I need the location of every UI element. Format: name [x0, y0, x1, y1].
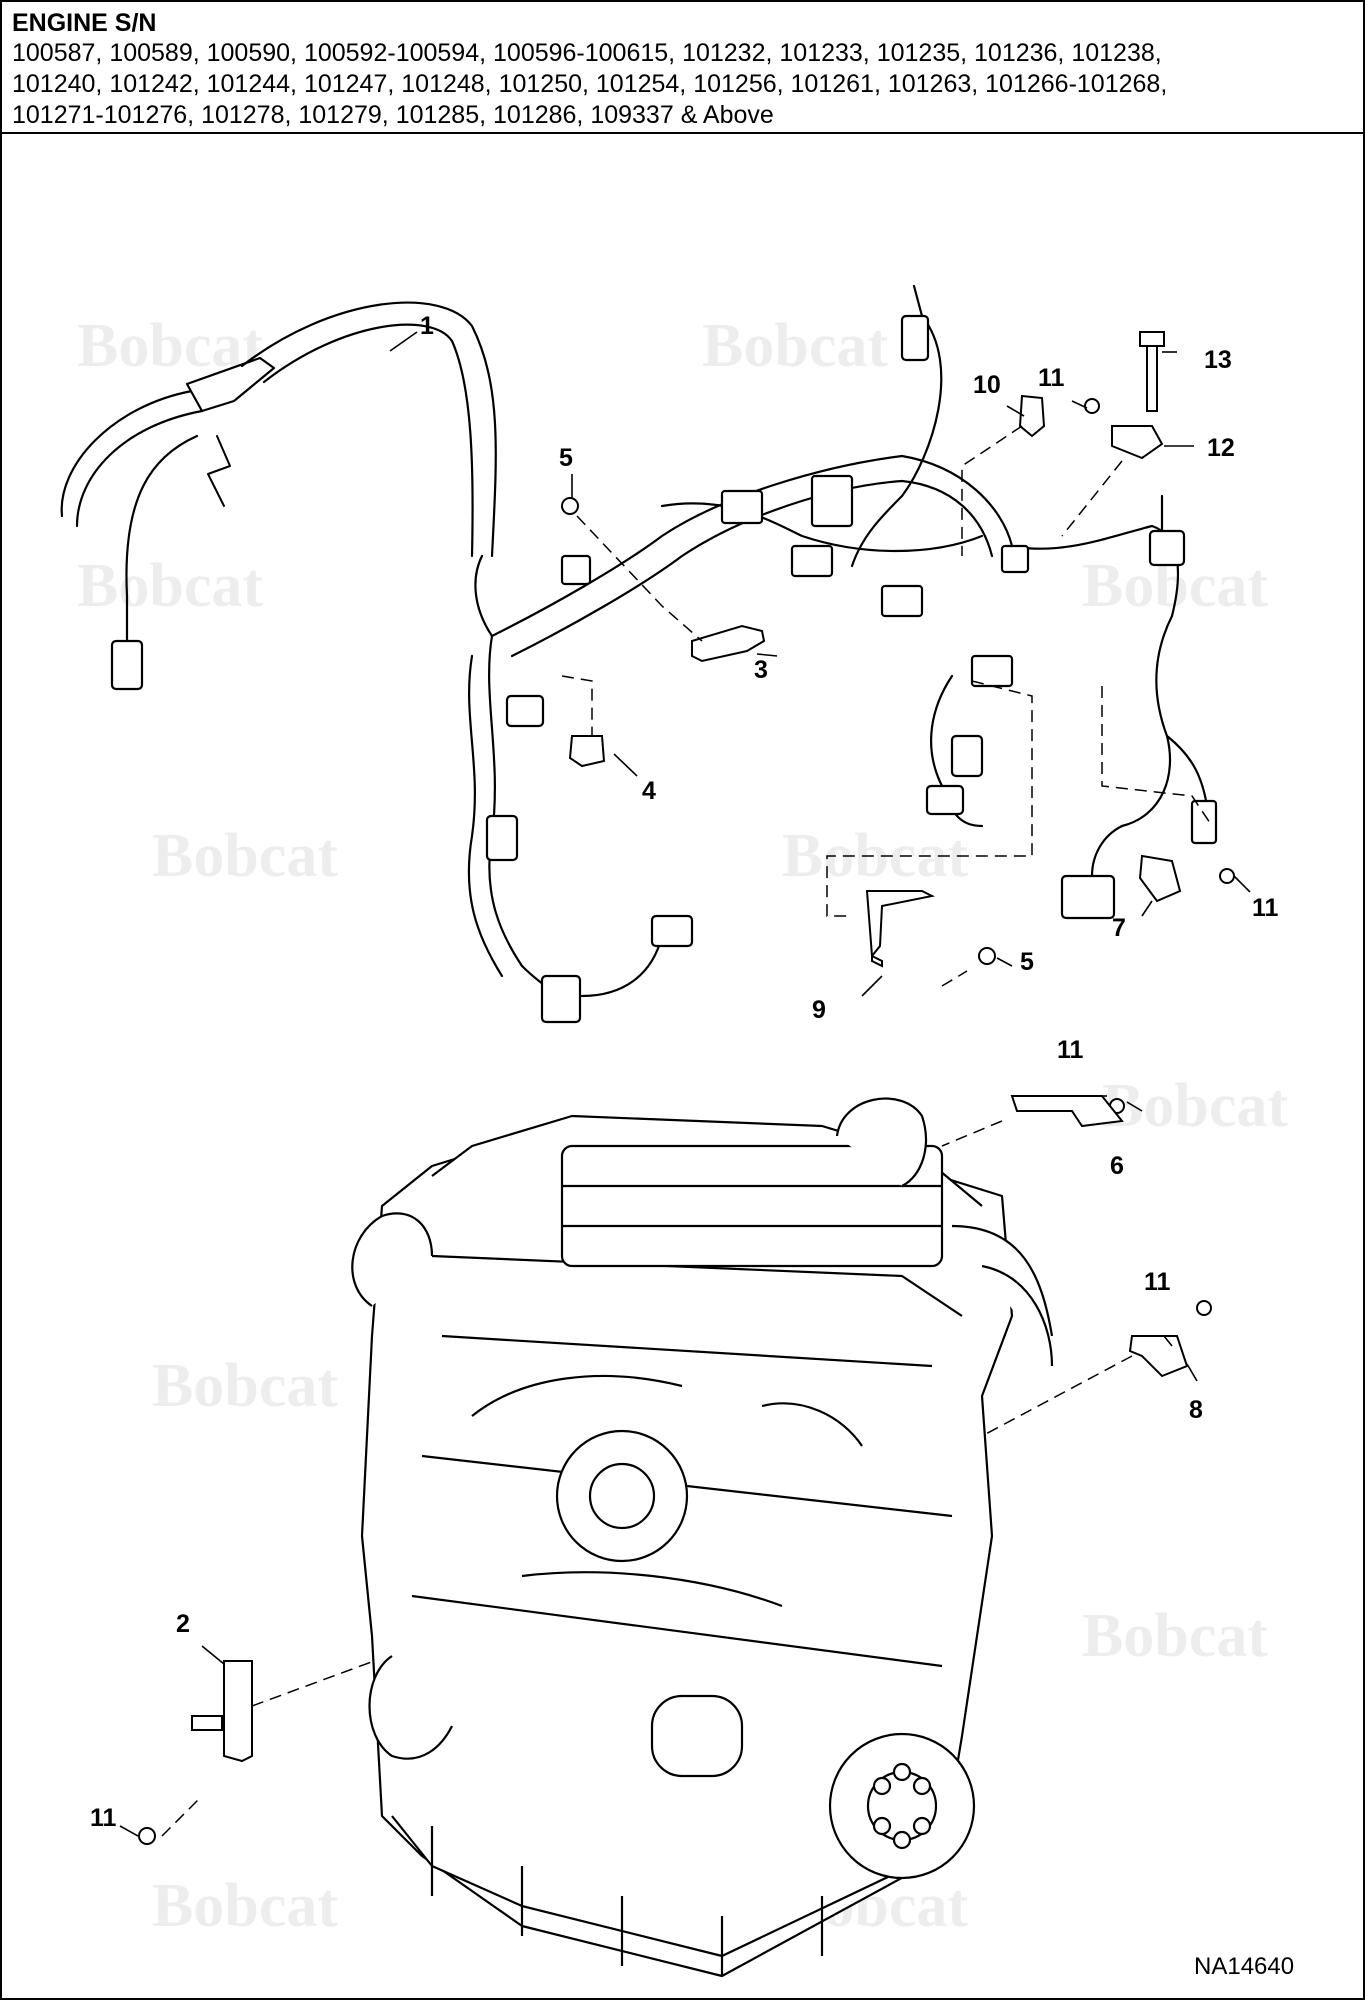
- harness-connector: [110, 639, 144, 691]
- callout-12: 12: [1207, 434, 1235, 462]
- bracket-6: [1010, 1095, 1124, 1128]
- watermark-text: Bobcat: [782, 822, 968, 890]
- callout-10: 10: [973, 371, 1001, 399]
- harness-connector: [560, 554, 592, 586]
- callout-5: 5: [1020, 948, 1034, 976]
- watermark-text: Bobcat: [1082, 1602, 1268, 1670]
- rocker-cover: [560, 1144, 944, 1268]
- callout-11: 11: [1057, 1036, 1084, 1064]
- page-title: ENGINE S/N: [12, 9, 157, 37]
- exploded-diagram: Bobcat Bobcat Bobcat Bobcat Bobcat Bobca…: [60, 284, 1294, 1980]
- clip: [191, 1715, 223, 1731]
- serial-list-line: 100587, 100589, 100590, 100592-100594, 1…: [12, 39, 1162, 67]
- callout-11: 11: [1144, 1268, 1171, 1296]
- harness-connector: [720, 489, 764, 525]
- bolt-5: [978, 947, 996, 965]
- watermark-text: Bobcat: [152, 1352, 338, 1420]
- callout-9: 9: [812, 996, 826, 1024]
- callout-2: 2: [176, 1610, 190, 1638]
- watermark-text: Bobcat: [152, 1872, 338, 1940]
- callout-11: 11: [90, 1804, 117, 1832]
- callout-8: 8: [1189, 1396, 1203, 1424]
- bracket-9: [865, 890, 936, 968]
- bolt-5: [561, 497, 579, 515]
- harness-connector: [925, 784, 965, 816]
- wiring-harness: [60, 284, 1218, 1024]
- bracket-7: [1138, 854, 1182, 903]
- bracket-2: [223, 1660, 253, 1763]
- harness-connector: [810, 474, 854, 528]
- small-parts: [138, 331, 1235, 1845]
- harness-connector: [650, 914, 694, 948]
- harness-connector: [1190, 799, 1218, 845]
- watermark-text: Bobcat: [1102, 1072, 1288, 1140]
- bolt-11: [1219, 868, 1235, 884]
- bolt-11: [1196, 1300, 1212, 1316]
- callout-7: 7: [1112, 914, 1126, 942]
- callout-labels: 1 2 3 4 5 5 6 7 8 9 10 11 11 11 11 11 12…: [90, 312, 1279, 1832]
- engine-block: [351, 1097, 1054, 1978]
- callout-11: 11: [1252, 894, 1279, 922]
- harness-connector: [790, 544, 834, 578]
- callout-6: 6: [1110, 1152, 1124, 1180]
- bracket-4: [568, 735, 606, 768]
- harness-connector: [540, 974, 582, 1024]
- sensor-12: [1111, 425, 1164, 460]
- harness-clip: [1000, 544, 1030, 574]
- harness-connector: [505, 694, 545, 728]
- harness-connector: [1060, 874, 1116, 920]
- assembly-lines: [161, 425, 1213, 1837]
- outlet-pipe: [835, 1097, 927, 1187]
- coolant-housing: [368, 1655, 453, 1760]
- harness-connector: [880, 584, 924, 618]
- watermark-text: Bobcat: [77, 552, 263, 620]
- callout-13: 13: [1204, 346, 1232, 374]
- clamp-10: [1018, 394, 1046, 438]
- watermark-text: Bobcat: [152, 822, 338, 890]
- harness-connector: [900, 314, 930, 362]
- harness-connector: [485, 814, 519, 862]
- harness-connector: [950, 734, 984, 778]
- callout-3: 3: [754, 656, 768, 684]
- callout-11: 11: [1038, 364, 1065, 392]
- intake-elbow: [351, 1212, 434, 1307]
- bracket-3: [691, 624, 766, 663]
- leader-lines: [119, 331, 1251, 1837]
- harness-connector: [1148, 529, 1186, 567]
- bolt-13-head: [1139, 331, 1165, 347]
- bracket-8: [1128, 1335, 1189, 1378]
- serial-list-line: 101271-101276, 101278, 101279, 101285, 1…: [12, 101, 774, 129]
- watermark-layer: Bobcat Bobcat Bobcat Bobcat Bobcat Bobca…: [77, 312, 1288, 1940]
- harness-connector: [970, 654, 1014, 688]
- bolt-11: [138, 1827, 156, 1845]
- figure-id: NA14640: [1194, 1953, 1294, 1980]
- watermark-text: Bobcat: [702, 312, 888, 380]
- bolt-13: [1146, 335, 1158, 412]
- callout-1: 1: [420, 312, 434, 340]
- bolt-11: [1084, 398, 1100, 414]
- serial-list-line: 101240, 101242, 101244, 101247, 101248, …: [12, 70, 1168, 98]
- header: ENGINE S/N 100587, 100589, 100590, 10059…: [2, 2, 1363, 134]
- callout-5: 5: [559, 444, 573, 472]
- callout-4: 4: [642, 777, 656, 805]
